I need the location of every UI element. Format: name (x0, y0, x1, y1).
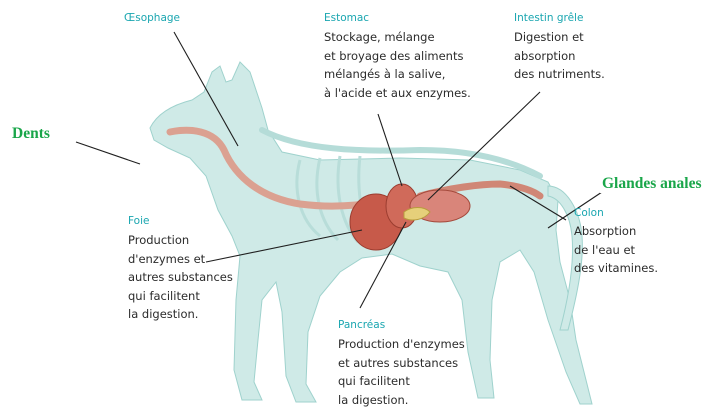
oesophage-title: Œsophage (124, 11, 180, 25)
glandes-anales-label: Glandes anales (600, 175, 703, 193)
colon-description: Absorption de l'eau et des vitamines. (574, 222, 658, 278)
colon-title: Colon (574, 206, 604, 220)
dents-pointer-line (76, 142, 140, 164)
intestin-grele-description: Digestion et absorption des nutriments. (514, 28, 605, 84)
foie-description: Production d'enzymes et autres substance… (128, 231, 233, 324)
intestin-grele-title: Intestin grêle (514, 11, 583, 25)
dents-label: Dents (12, 125, 50, 143)
pancreas-description: Production d'enzymes et autres substance… (338, 335, 465, 409)
pancreas-title: Pancréas (338, 318, 385, 332)
estomac-description: Stockage, mélange et broyage des aliment… (324, 28, 471, 102)
foie-title: Foie (128, 214, 149, 228)
estomac-title: Estomac (324, 11, 369, 25)
